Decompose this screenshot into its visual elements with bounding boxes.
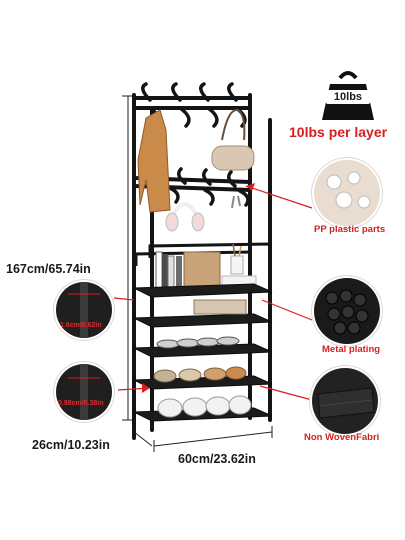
beige-shoes: [153, 366, 247, 383]
flat-shoes: [156, 336, 240, 349]
pp-plastic-parts-photo: [314, 160, 380, 226]
pipe-diameter-label-upper: 1.6cm/0.62in: [60, 322, 102, 329]
weight-caption: 10lbs per layer: [289, 124, 388, 140]
books: [155, 251, 182, 291]
width-label: 60cm/23.62in: [178, 452, 256, 466]
pointer-arrow: [246, 183, 255, 191]
pencil-cup: [230, 243, 244, 275]
storage-box: [183, 251, 221, 289]
weight-badge: 10lbs: [320, 68, 376, 122]
pipe-detail-lower: 0.98cm/0.38in: [56, 364, 112, 420]
headphones: [165, 202, 205, 232]
pipe-diameter-label-lower: 0.98cm/0.38in: [58, 400, 104, 407]
width-dimension-line: [153, 426, 273, 452]
callout-label-non-woven: Non WovenFabri: [304, 432, 380, 443]
pointer-arrow: [142, 383, 150, 393]
callout-label-pp-plastic: PP plastic parts: [314, 224, 386, 235]
depth-label: 26cm/10.23in: [32, 438, 110, 452]
handbag: [211, 108, 255, 171]
weight-badge-text: 10lbs: [326, 90, 370, 104]
middle-hooks: [152, 166, 250, 207]
keys: [231, 195, 241, 209]
callout-label-metal-plating: Metal plating: [322, 344, 381, 355]
height-label: 167cm/65.74in: [6, 262, 91, 276]
depth-dimension-line: [133, 431, 153, 447]
metal-plating-photo: [314, 278, 380, 344]
shelf-books: [193, 299, 247, 315]
white-sneakers: [157, 395, 252, 418]
pipe-detail-upper: 1.6cm/0.62in: [56, 282, 112, 338]
non-woven-fabric-photo: [312, 368, 378, 434]
coat: [137, 109, 171, 213]
